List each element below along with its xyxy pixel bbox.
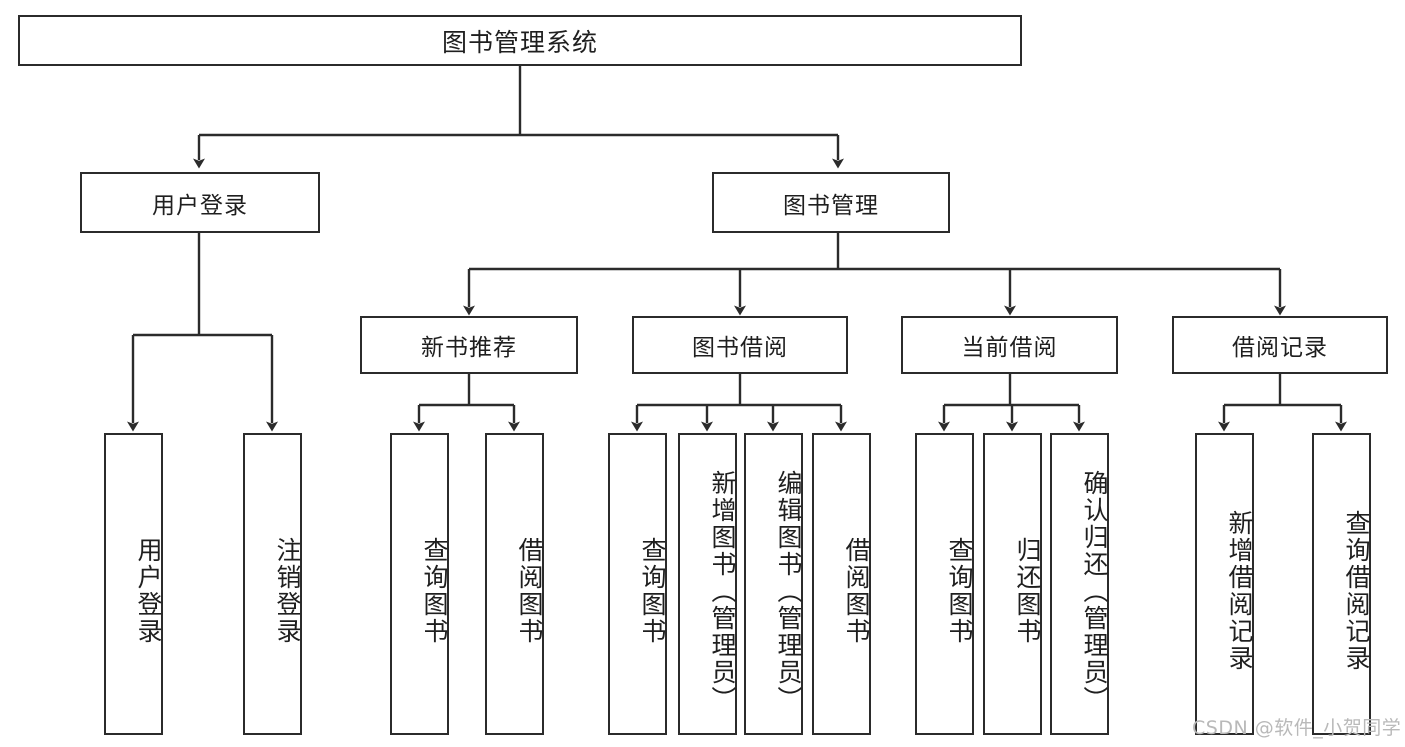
leaf-return-book[interactable]: 归还图书 xyxy=(983,433,1042,735)
node-user-login[interactable]: 用户登录 xyxy=(80,172,320,233)
leaf-borrow-book[interactable]: 借阅图书 xyxy=(812,433,871,735)
node-label: 图书借阅 xyxy=(692,335,788,361)
node-label: 新书推荐 xyxy=(421,335,517,361)
node-book-management[interactable]: 图书管理 xyxy=(712,172,950,233)
node-label: 查询图书 xyxy=(420,537,449,645)
leaf-query-book-current[interactable]: 查询图书 xyxy=(915,433,974,735)
leaf-edit-book-admin[interactable]: 编辑图书（管理员） xyxy=(744,433,803,735)
leaf-query-borrow-record[interactable]: 查询借阅记录 xyxy=(1312,433,1371,735)
node-label: 图书管理 xyxy=(783,192,879,219)
node-current-borrow[interactable]: 当前借阅 xyxy=(901,316,1118,374)
node-label: 查询借阅记录 xyxy=(1342,510,1371,672)
leaf-user-logout[interactable]: 注销登录 xyxy=(243,433,302,735)
node-label: 图书管理系统 xyxy=(441,27,598,57)
node-label: 新增图书（管理员） xyxy=(708,469,737,713)
leaf-user-login[interactable]: 用户登录 xyxy=(104,433,163,735)
node-new-book-recommend[interactable]: 新书推荐 xyxy=(360,316,578,374)
leaf-add-book-admin[interactable]: 新增图书（管理员） xyxy=(678,433,737,735)
node-label: 当前借阅 xyxy=(961,335,1058,361)
node-label: 借阅图书 xyxy=(515,537,544,645)
leaf-confirm-return-admin[interactable]: 确认归还（管理员） xyxy=(1050,433,1109,735)
leaf-add-borrow-record[interactable]: 新增借阅记录 xyxy=(1195,433,1254,735)
watermark: CSDN @软件_小贺同学 xyxy=(1192,717,1402,739)
node-borrow-record[interactable]: 借阅记录 xyxy=(1172,316,1388,374)
node-label: 归还图书 xyxy=(1013,537,1042,645)
leaf-borrow-book-recommend[interactable]: 借阅图书 xyxy=(485,433,544,735)
node-label: 用户登录 xyxy=(134,537,163,645)
node-label: 用户登录 xyxy=(152,192,248,219)
node-label: 编辑图书（管理员） xyxy=(774,469,803,713)
node-root-system[interactable]: 图书管理系统 xyxy=(18,15,1022,66)
leaf-query-book-borrow[interactable]: 查询图书 xyxy=(608,433,667,735)
node-label: 新增借阅记录 xyxy=(1225,510,1254,672)
leaf-query-book-recommend[interactable]: 查询图书 xyxy=(390,433,449,735)
node-label: 确认归还（管理员） xyxy=(1080,469,1109,713)
node-label: 借阅记录 xyxy=(1232,335,1328,361)
node-label: 查询图书 xyxy=(945,537,974,645)
node-label: 注销登录 xyxy=(273,537,302,645)
node-book-borrow[interactable]: 图书借阅 xyxy=(632,316,848,374)
node-label: 查询图书 xyxy=(638,537,667,645)
node-label: 借阅图书 xyxy=(842,537,871,645)
